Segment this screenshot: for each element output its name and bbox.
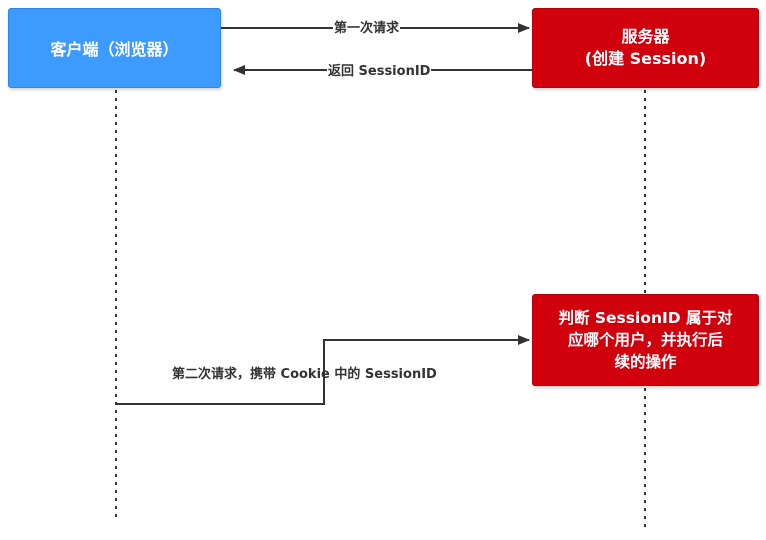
decision-label-line1: 判断 SessionID 属于对 [558, 309, 733, 327]
second-request-arrow [116, 335, 530, 405]
server-label-line1: 服务器 [621, 27, 670, 46]
return-session-label: 返回 SessionID [327, 64, 432, 80]
decision-label-line2: 应哪个用户，并执行后 [567, 331, 723, 349]
client-browser-box: 客户端（浏览器） [8, 8, 221, 88]
second-request-label: 第二次请求，携带 Cookie 中的 SessionID [172, 367, 437, 382]
first-request-label: 第一次请求 [333, 21, 401, 37]
client-label: 客户端（浏览器） [50, 40, 179, 59]
session-lookup-box: 判断 SessionID 属于对 应哪个用户，并执行后 续的操作 [532, 294, 759, 386]
server-label-line2: (创建 Session) [584, 49, 707, 68]
decision-label-line3: 续的操作 [614, 353, 677, 371]
server-box: 服务器 (创建 Session) [532, 8, 759, 88]
